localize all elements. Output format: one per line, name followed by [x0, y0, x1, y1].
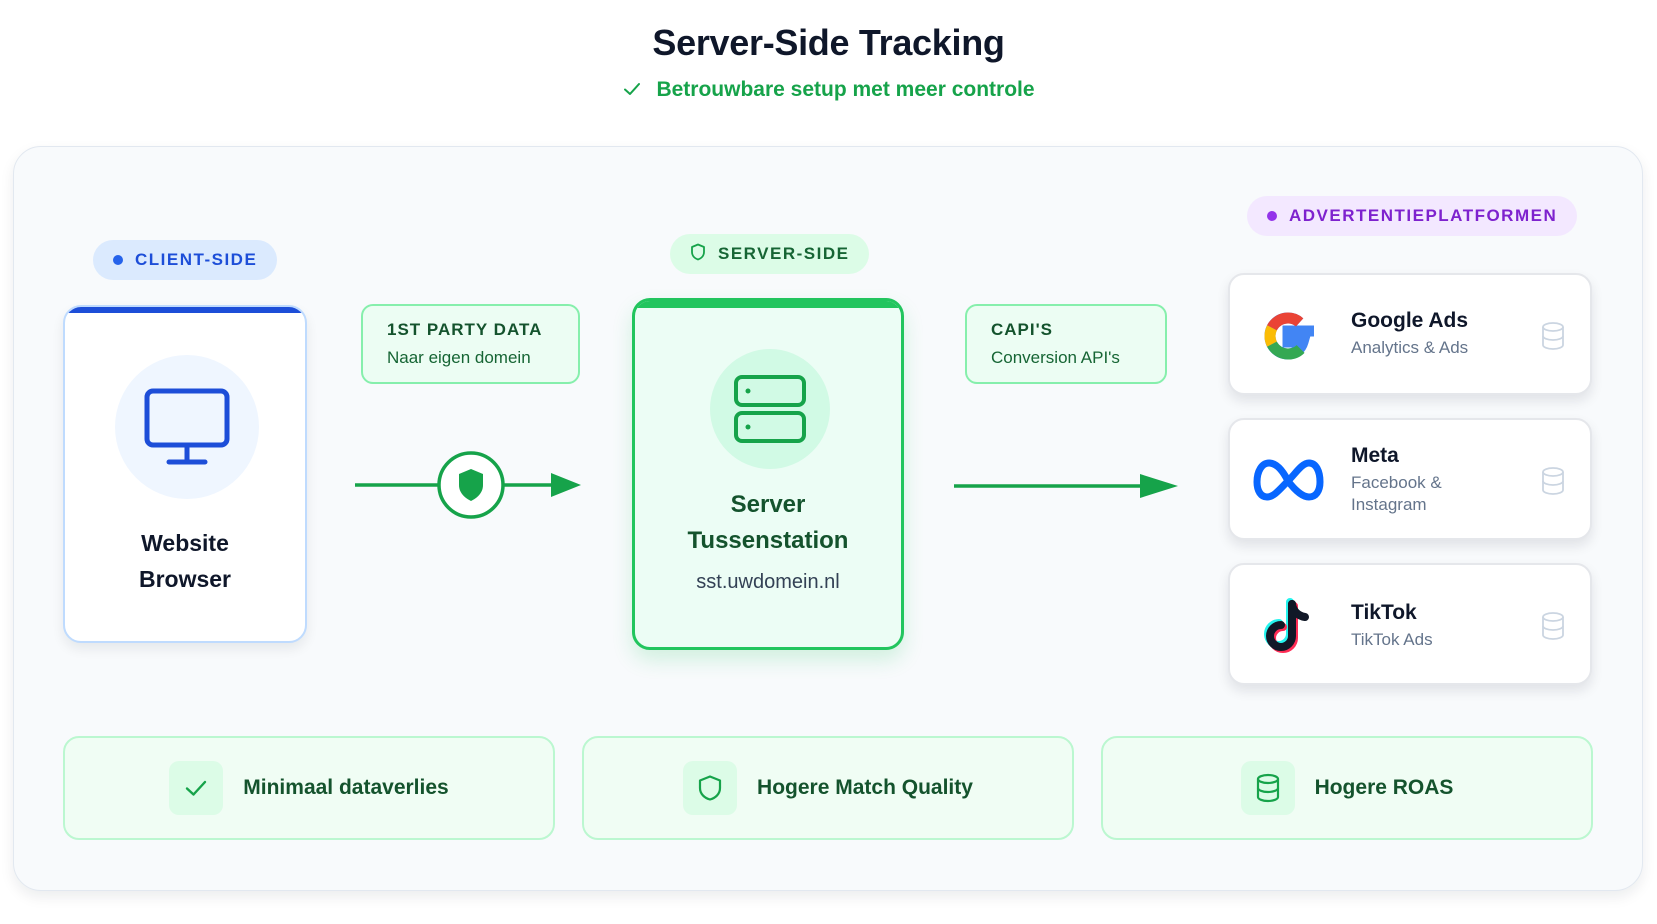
database-icon [1540, 466, 1566, 501]
server-side-pill: SERVER-SIDE [670, 234, 870, 274]
platform-name: Google Ads [1351, 309, 1469, 332]
google-logo-icon [1252, 300, 1324, 372]
browser-label-line2: Browser [138, 566, 232, 592]
card-accent-bar [635, 301, 901, 308]
server-card: Server Tussenstation sst.uwdomein.nl [632, 298, 904, 650]
benefit-label: Hogere ROAS [1314, 776, 1454, 799]
browser-to-server-arrow [355, 451, 581, 519]
platform-desc: TikTok Ads [1351, 630, 1433, 649]
check-icon [622, 79, 642, 105]
first-party-subtitle: Naar eigen domein [387, 348, 531, 367]
benefit-card-dataloss: Minimaal dataverlies [63, 736, 555, 840]
monitor-icon [115, 355, 259, 499]
server-side-label: SERVER-SIDE [718, 244, 850, 263]
database-icon [1540, 321, 1566, 356]
server-icon [710, 349, 830, 469]
page-subtitle: Betrouwbare setup met meer controle [0, 78, 1657, 105]
benefit-card-match-quality: Hogere Match Quality [582, 736, 1074, 840]
platforms-label: ADVERTENTIEPLATFORMEN [1289, 206, 1558, 225]
platforms-pill: ADVERTENTIEPLATFORMEN [1247, 196, 1578, 236]
website-browser-card: Website Browser [63, 305, 307, 643]
platform-name: Meta [1351, 444, 1399, 467]
shield-icon [690, 243, 706, 266]
meta-logo-icon [1252, 445, 1324, 517]
server-name-line1: Server [730, 491, 806, 518]
subtitle-text: Betrouwbare setup met meer controle [656, 78, 1035, 101]
capi-tag: CAPI'S Conversion API's [965, 304, 1167, 384]
database-icon [1240, 761, 1295, 815]
page-title: Server-Side Tracking [652, 22, 1005, 63]
capi-subtitle: Conversion API's [991, 348, 1120, 367]
server-to-platforms-arrow [954, 474, 1178, 498]
check-icon [169, 761, 224, 815]
first-party-data-tag: 1ST PARTY DATA Naar eigen domein [361, 304, 580, 384]
shield-icon [683, 761, 738, 815]
browser-label-line1: Website [141, 530, 229, 556]
platform-card-google: Google Ads Analytics & Ads [1228, 273, 1592, 395]
benefit-label: Hogere Match Quality [757, 776, 973, 799]
card-accent-bar [65, 307, 305, 313]
client-side-pill: CLIENT-SIDE [93, 240, 278, 280]
website-browser-label: Website Browser [65, 525, 305, 597]
dot-icon [113, 255, 123, 265]
tiktok-logo-icon [1252, 590, 1324, 662]
platform-card-tiktok: TikTok TikTok Ads [1228, 563, 1592, 685]
capi-title: CAPI'S [991, 320, 1053, 339]
platform-desc: Analytics & Ads [1351, 338, 1469, 357]
server-domain: sst.uwdomein.nl [696, 571, 840, 593]
server-name-line2: Tussenstation [687, 527, 849, 554]
database-icon [1540, 611, 1566, 646]
server-name: Server Tussenstation [635, 487, 901, 559]
platform-card-meta: Meta Facebook & Instagram [1228, 418, 1592, 540]
platform-desc: Facebook & Instagram [1351, 473, 1442, 514]
first-party-title: 1ST PARTY DATA [387, 320, 543, 339]
benefit-label: Minimaal dataverlies [243, 776, 449, 799]
benefit-card-roas: Hogere ROAS [1101, 736, 1593, 840]
platform-name: TikTok [1351, 601, 1417, 624]
dot-icon [1267, 211, 1277, 221]
client-side-label: CLIENT-SIDE [135, 250, 258, 269]
